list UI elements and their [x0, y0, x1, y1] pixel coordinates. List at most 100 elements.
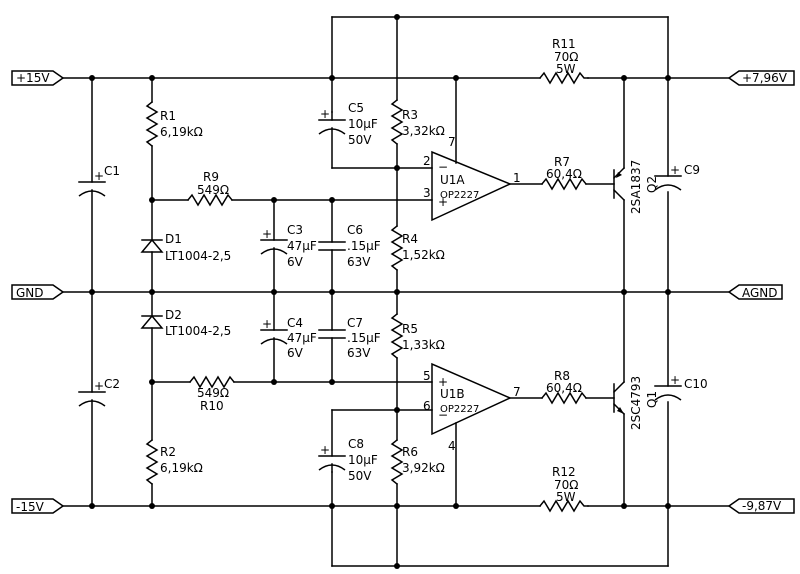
- r11-value: 70Ω: [554, 50, 578, 64]
- u1a-part: OP2227: [440, 190, 479, 201]
- svg-text:+: +: [94, 379, 104, 393]
- u1a-pin1: 1: [513, 171, 521, 185]
- r8-ref: R8: [554, 369, 570, 383]
- port-gnd: GND: [11, 284, 65, 300]
- r3-ref: R3: [402, 108, 418, 122]
- d2-ref: D2: [165, 308, 182, 322]
- port-neg-out-label: -9,87V: [742, 499, 782, 513]
- c3-value: 47µF: [287, 239, 317, 253]
- u1b-minus-sign: −: [438, 408, 448, 422]
- r11-ref: R11: [552, 37, 576, 51]
- c7-voltage: 63V: [347, 346, 371, 360]
- c8-voltage: 50V: [348, 469, 372, 483]
- c5-ref: C5: [348, 101, 364, 115]
- q1-transistor: 2SC4793 Q1: [612, 291, 659, 507]
- c6-voltage: 63V: [347, 255, 371, 269]
- r4-resistor: R4 1,52kΩ: [390, 167, 445, 293]
- d1-part: LT1004-2,5: [165, 249, 231, 263]
- r3-resistor: R3 3,32kΩ: [390, 16, 445, 169]
- r10-value: 549Ω: [197, 386, 229, 400]
- r11-power: 5W: [556, 62, 576, 76]
- port-agnd: AGND: [727, 284, 783, 300]
- c6-ref: C6: [347, 223, 363, 237]
- r6-value: 3,92kΩ: [402, 461, 445, 475]
- r1-value: 6,19kΩ: [160, 125, 203, 139]
- u1a-opamp: − + U1A OP2227 2 3 1 7: [423, 77, 521, 222]
- c1-label: C1: [104, 164, 120, 178]
- u1a-plus-sign: +: [438, 195, 448, 209]
- c7-value: .15µF: [347, 331, 381, 345]
- svg-text:+: +: [262, 227, 272, 241]
- port-pos15-label: +15V: [16, 71, 50, 85]
- r7-resistor: R7 60,4Ω: [509, 155, 615, 191]
- q2-ref: Q2: [645, 176, 659, 193]
- c4-ref: C4: [287, 316, 303, 330]
- u1a-minus-sign: −: [438, 160, 448, 174]
- r8-resistor: R8 60,4Ω: [509, 369, 615, 405]
- junction-dots: [89, 14, 671, 569]
- q2-part: 2SA1837: [629, 160, 643, 214]
- q1-part: 2SC4793: [629, 376, 643, 430]
- u1b-opamp: + − U1B OP2227 5 6 7 4: [423, 362, 521, 507]
- r12-power: 5W: [556, 490, 576, 504]
- u1b-part: OP2227: [440, 404, 479, 415]
- r10-ref: R10: [200, 399, 224, 413]
- r12-ref: R12: [552, 465, 576, 479]
- port-neg-out: -9,87V: [727, 498, 795, 514]
- c2-capacitor: + C2: [78, 291, 120, 507]
- r4-value: 1,52kΩ: [402, 248, 445, 262]
- r12-resistor: R12 70Ω 5W: [538, 465, 589, 513]
- c8-ref: C8: [348, 437, 364, 451]
- c3-capacitor: + C3 47µF 6V: [260, 199, 317, 293]
- u1b-ref: U1B: [440, 387, 465, 401]
- c6-capacitor: C6 .15µF 63V: [318, 199, 381, 293]
- r5-ref: R5: [402, 322, 418, 336]
- c5-voltage: 50V: [348, 133, 372, 147]
- r6-ref: R6: [402, 445, 418, 459]
- u1b-pin7: 7: [513, 385, 521, 399]
- d1-ref: D1: [165, 232, 182, 246]
- c1-capacitor: + C1: [78, 77, 120, 293]
- r9-resistor: R9 549Ω: [151, 170, 433, 207]
- svg-text:+: +: [320, 443, 330, 457]
- r2-ref: R2: [160, 445, 176, 459]
- r1-ref: R1: [160, 109, 176, 123]
- u1b-pin4: 4: [448, 439, 456, 453]
- u1a-pin2: 2: [423, 154, 431, 168]
- d2-diode: D2 LT1004-2,5: [140, 291, 231, 441]
- r3-value: 3,32kΩ: [402, 124, 445, 138]
- c7-ref: C7: [347, 316, 363, 330]
- u1a-pin7: 7: [448, 135, 456, 149]
- r5-value: 1,33kΩ: [402, 338, 445, 352]
- r7-value: 60,4Ω: [546, 167, 582, 181]
- r6-resistor: R6 3,92kΩ: [390, 409, 445, 567]
- u1b-pin5: 5: [423, 369, 431, 383]
- c6-value: .15µF: [347, 239, 381, 253]
- u1b-pin6: 6: [423, 399, 431, 413]
- r4-ref: R4: [402, 232, 418, 246]
- u1b-plus-sign: +: [438, 375, 448, 389]
- u1a-ref: U1A: [440, 173, 465, 187]
- d1-diode: D1 LT1004-2,5: [140, 232, 231, 293]
- port-pos-out-label: +7,96V: [742, 71, 788, 85]
- port-gnd-label: GND: [16, 286, 44, 300]
- c2-label: C2: [104, 377, 120, 391]
- c3-voltage: 6V: [287, 255, 304, 269]
- r1-resistor: R1 6,19kΩ: [145, 77, 203, 241]
- c8-value: 10µF: [348, 453, 378, 467]
- r2-resistor: R2 6,19kΩ: [145, 438, 203, 507]
- r10-resistor: 549Ω R10: [151, 375, 433, 413]
- r2-value: 6,19kΩ: [160, 461, 203, 475]
- r9-ref: R9: [203, 170, 219, 184]
- svg-text:+: +: [670, 373, 680, 387]
- r8-value: 60,4Ω: [546, 381, 582, 395]
- port-neg15: -15V: [11, 498, 65, 514]
- c9-ref: C9: [684, 163, 700, 177]
- c7-capacitor: C7 .15µF 63V: [318, 291, 381, 383]
- svg-text:+: +: [262, 317, 272, 331]
- c5-value: 10µF: [348, 117, 378, 131]
- r5-resistor: R5 1,33kΩ: [390, 291, 445, 411]
- r12-value: 70Ω: [554, 478, 578, 492]
- feedback-wires: [331, 167, 433, 411]
